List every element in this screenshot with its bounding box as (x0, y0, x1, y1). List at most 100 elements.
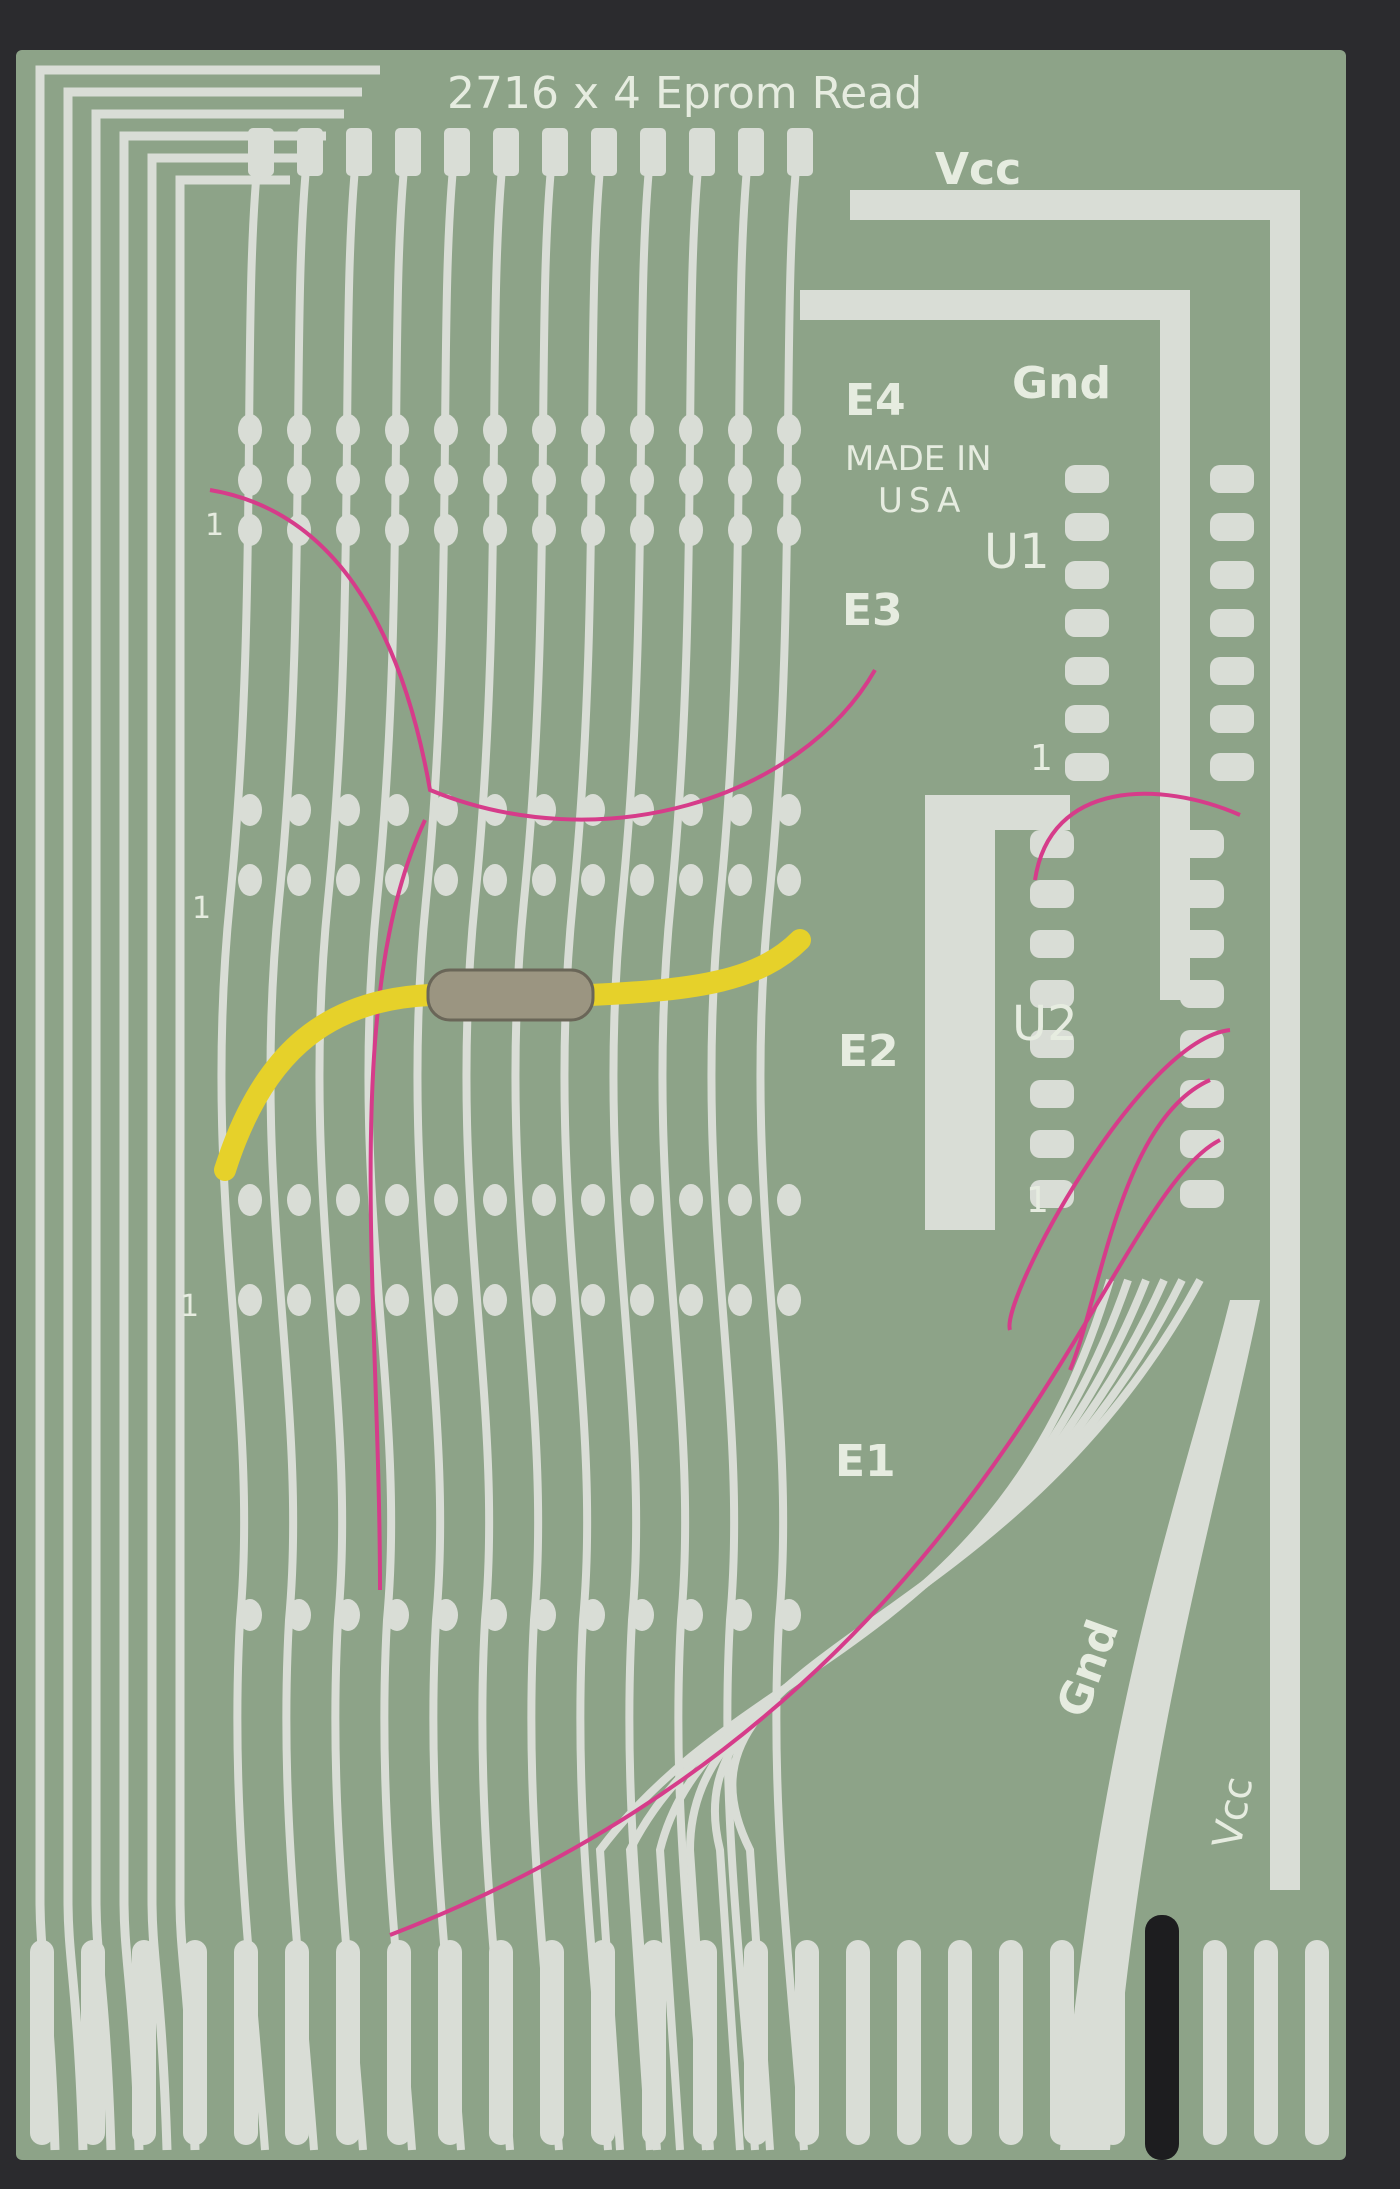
connector-finger (1305, 1940, 1329, 2145)
pad (385, 1284, 409, 1316)
pad (287, 464, 311, 496)
pad (1030, 1080, 1074, 1108)
pad (777, 464, 801, 496)
pad (640, 128, 666, 176)
pad (385, 464, 409, 496)
trace (147, 153, 308, 2151)
pad (728, 1284, 752, 1316)
pad (1210, 465, 1254, 493)
trace (707, 139, 759, 2151)
pad (385, 1599, 409, 1631)
connector-finger (999, 1940, 1023, 2145)
connector-finger (285, 1940, 309, 2145)
label-u2: U2 (1012, 996, 1078, 1052)
pad (336, 1184, 360, 1216)
pad (1180, 880, 1224, 908)
pad (1210, 513, 1254, 541)
pad (238, 794, 262, 826)
pad (1180, 1080, 1224, 1108)
connector-finger (591, 1940, 615, 2145)
pad (679, 1599, 703, 1631)
pad (434, 864, 458, 896)
pad (679, 514, 703, 546)
pad (777, 514, 801, 546)
jumper-wire (368, 819, 427, 1591)
pad (728, 514, 752, 546)
pad (1180, 980, 1224, 1008)
keying-slot (1145, 1915, 1179, 2160)
pad (777, 864, 801, 896)
label-u1-pin1: 1 (1030, 738, 1053, 779)
pad (777, 1284, 801, 1316)
label-usa: USA (878, 481, 966, 521)
trace (511, 139, 563, 2151)
pad (287, 1284, 311, 1316)
pad (248, 128, 274, 176)
connector-finger (744, 1940, 768, 2145)
pad (238, 864, 262, 896)
pad (679, 464, 703, 496)
connector-finger (693, 1940, 717, 2145)
pad (728, 864, 752, 896)
pad (385, 414, 409, 446)
pad (287, 1184, 311, 1216)
pad (1180, 1030, 1224, 1058)
pad (679, 794, 703, 826)
pad (287, 514, 311, 546)
socket-pin1-label: 1 (1030, 769, 1031, 771)
pad (434, 1184, 458, 1216)
pad (434, 1284, 458, 1316)
pad (238, 1284, 262, 1316)
pad (297, 128, 323, 176)
pad (287, 794, 311, 826)
pad (1210, 753, 1254, 781)
pad (1065, 753, 1109, 781)
pad (385, 514, 409, 546)
pad (336, 514, 360, 546)
connector-finger (897, 1940, 921, 2145)
connector-finger (540, 1940, 564, 2145)
trace (63, 87, 362, 2151)
socket-pin1-label: 1 (192, 891, 211, 926)
pad (1030, 1030, 1074, 1058)
pad (1210, 561, 1254, 589)
connector-finger (132, 1940, 156, 2145)
pad (1030, 880, 1074, 908)
pad (238, 414, 262, 446)
connector-finger (948, 1940, 972, 2145)
pad (777, 794, 801, 826)
pad (777, 1599, 801, 1631)
trace (217, 139, 269, 2151)
pad (630, 464, 654, 496)
pad (1065, 609, 1109, 637)
pad (287, 864, 311, 896)
pad (630, 1599, 654, 1631)
trace (560, 139, 612, 2151)
pad (483, 464, 507, 496)
pad (385, 1184, 409, 1216)
pad (1180, 1180, 1224, 1208)
pad (630, 1184, 654, 1216)
pad (483, 1284, 507, 1316)
pad (581, 1599, 605, 1631)
pad (336, 414, 360, 446)
connector-finger (846, 1940, 870, 2145)
pad (581, 1284, 605, 1316)
pad (483, 414, 507, 446)
pad (346, 128, 372, 176)
connector-finger (642, 1940, 666, 2145)
trace (315, 139, 367, 2151)
pad (444, 128, 470, 176)
jumper-wire (1068, 1078, 1211, 1371)
pad (728, 464, 752, 496)
yellow-wire (214, 929, 811, 1181)
connector-finger (234, 1940, 258, 2145)
pad (532, 514, 556, 546)
pad (1065, 561, 1109, 589)
pad (238, 1184, 262, 1216)
pad (483, 1184, 507, 1216)
pad (787, 128, 813, 176)
pad (1030, 1130, 1074, 1158)
pad (336, 864, 360, 896)
trace (413, 139, 465, 2151)
